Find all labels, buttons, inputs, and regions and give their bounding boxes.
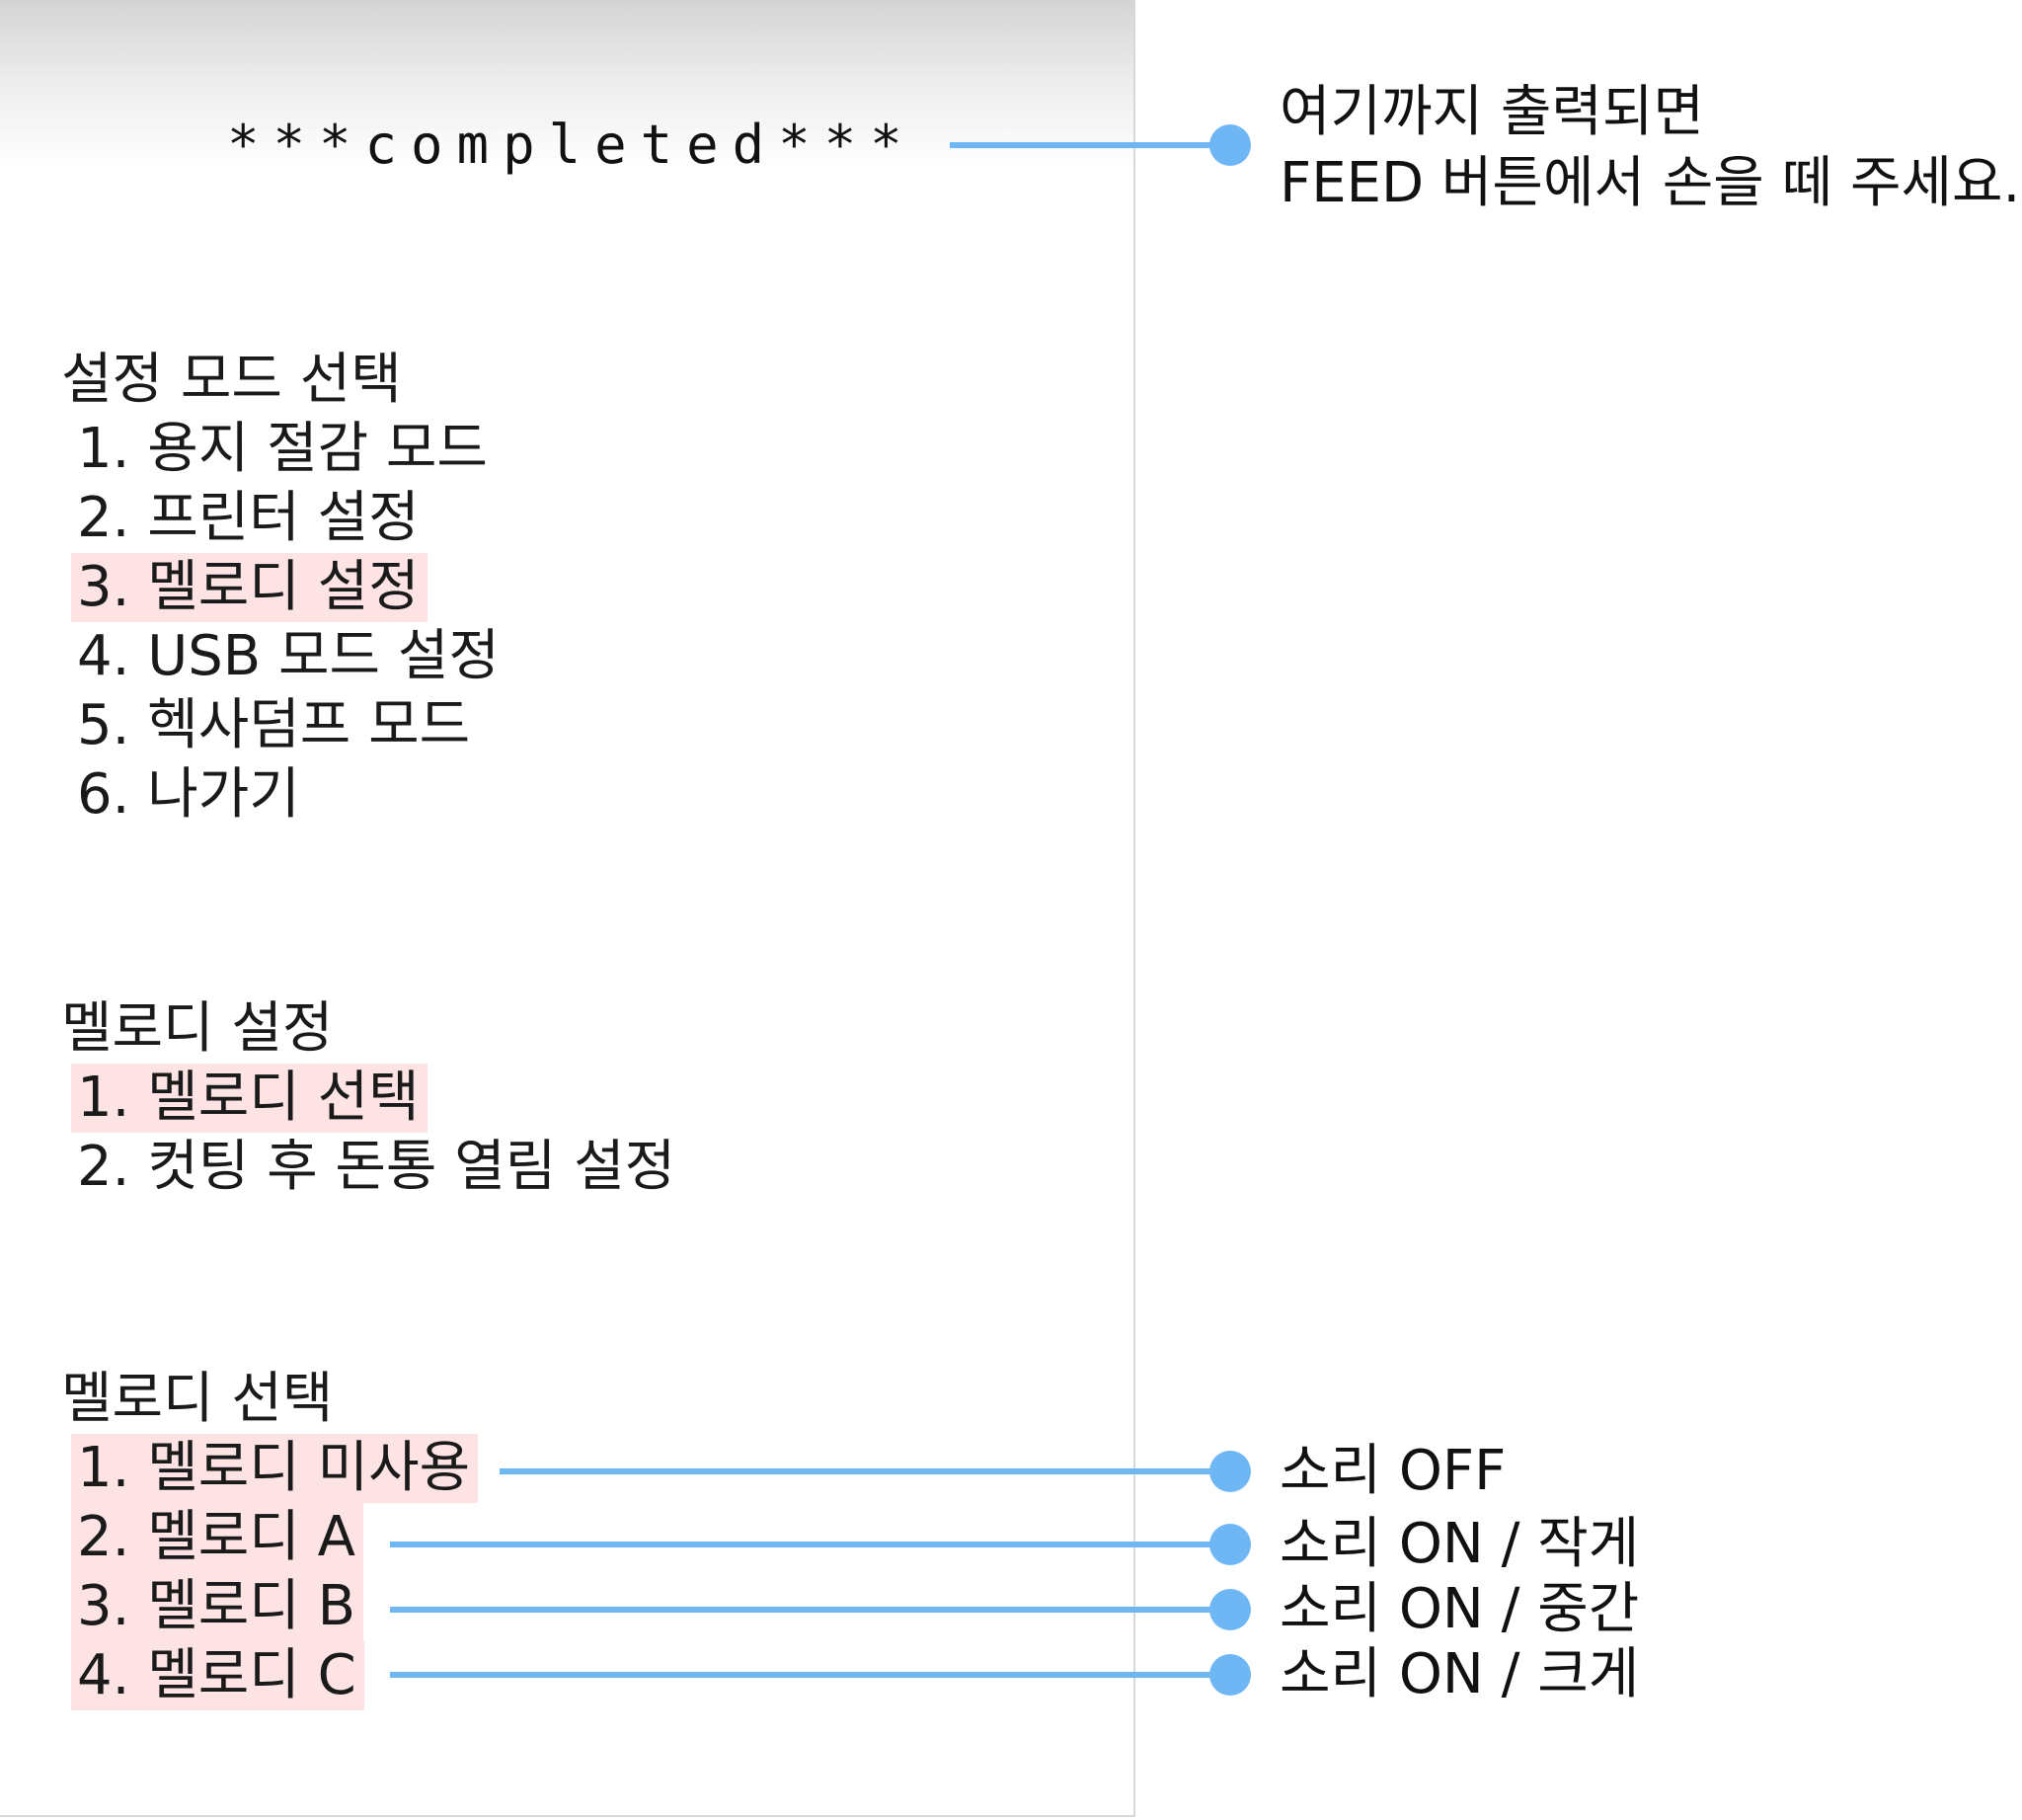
- melody-note-off: 소리 OFF: [1280, 1439, 1507, 1503]
- receipt-paper: ***completed*** 설정 모드 선택 1. 용지 절감 모드 2. …: [0, 0, 1135, 1817]
- melody-note-high: 소리 ON / 크게: [1280, 1642, 1640, 1706]
- melody-note-mid: 소리 ON / 중간: [1280, 1577, 1640, 1641]
- completed-note: 여기까지 출력되면 FEED 버튼에서 손을 떼 주세요.: [1280, 77, 2020, 219]
- settings-mode-item: 1. 용지 절감 모드: [77, 417, 488, 481]
- settings-mode-item: 2. 프린터 설정: [77, 486, 420, 550]
- melody-select-item: 1. 멜로디 미사용: [71, 1434, 479, 1503]
- melody-select-menu: 멜로디 선택 1. 멜로디 미사용 2. 멜로디 A 3. 멜로디 B 4. 멜…: [61, 1365, 479, 1710]
- settings-mode-title: 설정 모드 선택: [61, 348, 402, 412]
- completed-note-line2: FEED 버튼에서 손을 떼 주세요.: [1280, 151, 2021, 215]
- settings-mode-item-highlighted: 3. 멜로디 설정: [71, 553, 428, 622]
- settings-mode-item: 5. 헥사덤프 모드: [77, 693, 471, 757]
- settings-mode-menu: 설정 모드 선택 1. 용지 절감 모드 2. 프린터 설정 3. 멜로디 설정…: [61, 346, 507, 830]
- completed-marker: ***completed***: [227, 114, 916, 176]
- melody-select-item: 3. 멜로디 B: [71, 1572, 364, 1641]
- connector-completed: [950, 124, 1251, 166]
- connector-melody-b: [390, 1589, 1251, 1630]
- melody-select-title: 멜로디 선택: [61, 1367, 334, 1431]
- settings-mode-item: 6. 나가기: [77, 762, 300, 827]
- settings-mode-item: 4. USB 모드 설정: [77, 624, 500, 688]
- melody-settings-item: 2. 컷팅 후 돈통 열림 설정: [77, 1135, 676, 1199]
- melody-settings-title: 멜로디 설정: [61, 996, 334, 1061]
- connector-melody-c: [390, 1654, 1251, 1696]
- completed-note-line1: 여기까지 출력되면: [1280, 80, 1704, 144]
- melody-select-item: 4. 멜로디 C: [71, 1641, 364, 1710]
- melody-select-item: 2. 멜로디 A: [71, 1503, 363, 1572]
- connector-melody-off: [500, 1451, 1251, 1492]
- melody-settings-menu: 멜로디 설정 1. 멜로디 선택 2. 컷팅 후 돈통 열림 설정: [61, 994, 683, 1202]
- melody-settings-item-highlighted: 1. 멜로디 선택: [71, 1064, 428, 1133]
- connector-melody-a: [390, 1524, 1251, 1565]
- melody-note-low: 소리 ON / 작게: [1280, 1512, 1640, 1576]
